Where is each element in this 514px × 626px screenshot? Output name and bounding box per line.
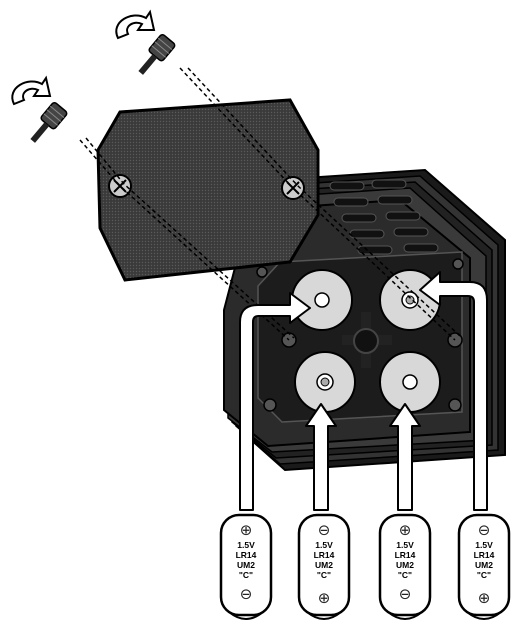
battery-3 <box>378 513 432 620</box>
arrow-4 <box>419 271 488 511</box>
rotate-arrow-icon <box>115 9 156 40</box>
iec-label: LR14 <box>394 550 416 560</box>
iec-label: LR14 <box>235 550 257 560</box>
polarity-bottom: ⊖ <box>239 585 253 603</box>
voltage-label: 1.5V <box>396 540 414 550</box>
battery-4 <box>457 513 511 620</box>
battery-1 <box>219 513 273 620</box>
jis-label: UM2 <box>237 560 255 570</box>
iec-label: LR14 <box>313 550 335 560</box>
voltage-label: 1.5V <box>475 540 493 550</box>
battery-cells <box>219 513 511 620</box>
rotate-arrow-icon <box>11 75 52 106</box>
arrow-2 <box>305 403 337 511</box>
polarity-top: ⊕ <box>398 521 412 539</box>
polarity-bottom: ⊕ <box>317 589 331 607</box>
cover-screw-hole-left <box>108 174 132 198</box>
insertion-arrows <box>239 271 488 511</box>
polarity-bottom: ⊕ <box>477 589 491 607</box>
voltage-label: 1.5V <box>315 540 333 550</box>
polarity-top: ⊖ <box>477 521 491 539</box>
screw-guide-lines <box>79 67 461 341</box>
arrow-3 <box>389 403 421 511</box>
vent-slots <box>329 179 439 255</box>
battery-wells <box>291 269 441 413</box>
jis-label: UM2 <box>396 560 414 570</box>
size-label: "C" <box>238 570 254 580</box>
size-label: "C" <box>397 570 413 580</box>
battery-2 <box>297 513 351 620</box>
voltage-label: 1.5V <box>237 540 255 550</box>
screw-icon <box>30 101 68 143</box>
battery-cover <box>96 98 320 282</box>
size-label: "C" <box>476 570 492 580</box>
size-label: "C" <box>316 570 332 580</box>
jis-label: UM2 <box>315 560 333 570</box>
polarity-top: ⊖ <box>317 521 331 539</box>
screw-icon <box>138 33 176 75</box>
iec-label: LR14 <box>473 550 495 560</box>
arrow-1 <box>239 292 311 511</box>
jis-label: UM2 <box>475 560 493 570</box>
polarity-top: ⊕ <box>239 521 253 539</box>
polarity-bottom: ⊖ <box>398 585 412 603</box>
